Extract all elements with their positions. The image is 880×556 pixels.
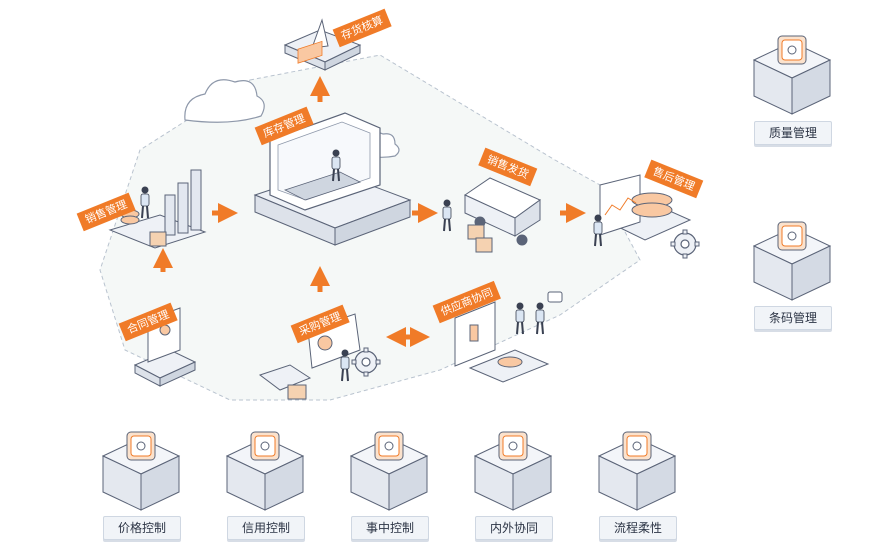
label-price[interactable]: 价格控制 xyxy=(103,516,181,540)
tag-inventory-settlement[interactable]: 存货核算 xyxy=(332,8,392,48)
chat-bubble-icon xyxy=(547,291,563,303)
cube-quality xyxy=(752,35,832,115)
cube-collaboration xyxy=(473,431,553,511)
cube-in-process xyxy=(349,431,429,511)
clipboard-icon xyxy=(777,35,807,65)
label-barcode[interactable]: 条码管理 xyxy=(754,306,832,330)
yen-coin-icon xyxy=(126,431,156,461)
network-icon xyxy=(498,431,528,461)
label-in-process[interactable]: 事中控制 xyxy=(351,516,429,540)
cube-barcode xyxy=(752,221,832,301)
sliders-icon xyxy=(374,431,404,461)
supplier-figure-icon xyxy=(535,301,545,335)
flow-arrows xyxy=(153,76,586,292)
cube-workflow xyxy=(597,431,677,511)
after-sales-station xyxy=(598,174,692,241)
flow-icon xyxy=(622,431,652,461)
gear-icon xyxy=(670,229,700,259)
supplier-dashboard xyxy=(454,301,550,383)
badge-icon xyxy=(250,431,280,461)
barcode-icon xyxy=(777,221,807,251)
cloud-icon xyxy=(184,79,265,123)
feature-cubes xyxy=(101,35,832,511)
label-quality[interactable]: 质量管理 xyxy=(754,121,832,145)
delivery-truck xyxy=(463,177,542,253)
label-credit[interactable]: 信用控制 xyxy=(227,516,305,540)
tag-after-sales[interactable]: 售后管理 xyxy=(644,159,704,199)
label-workflow[interactable]: 流程柔性 xyxy=(599,516,677,540)
laptop-inventory xyxy=(253,40,412,246)
cube-credit xyxy=(225,431,305,511)
cube-price xyxy=(101,431,181,511)
label-collaboration[interactable]: 内外协同 xyxy=(475,516,553,540)
